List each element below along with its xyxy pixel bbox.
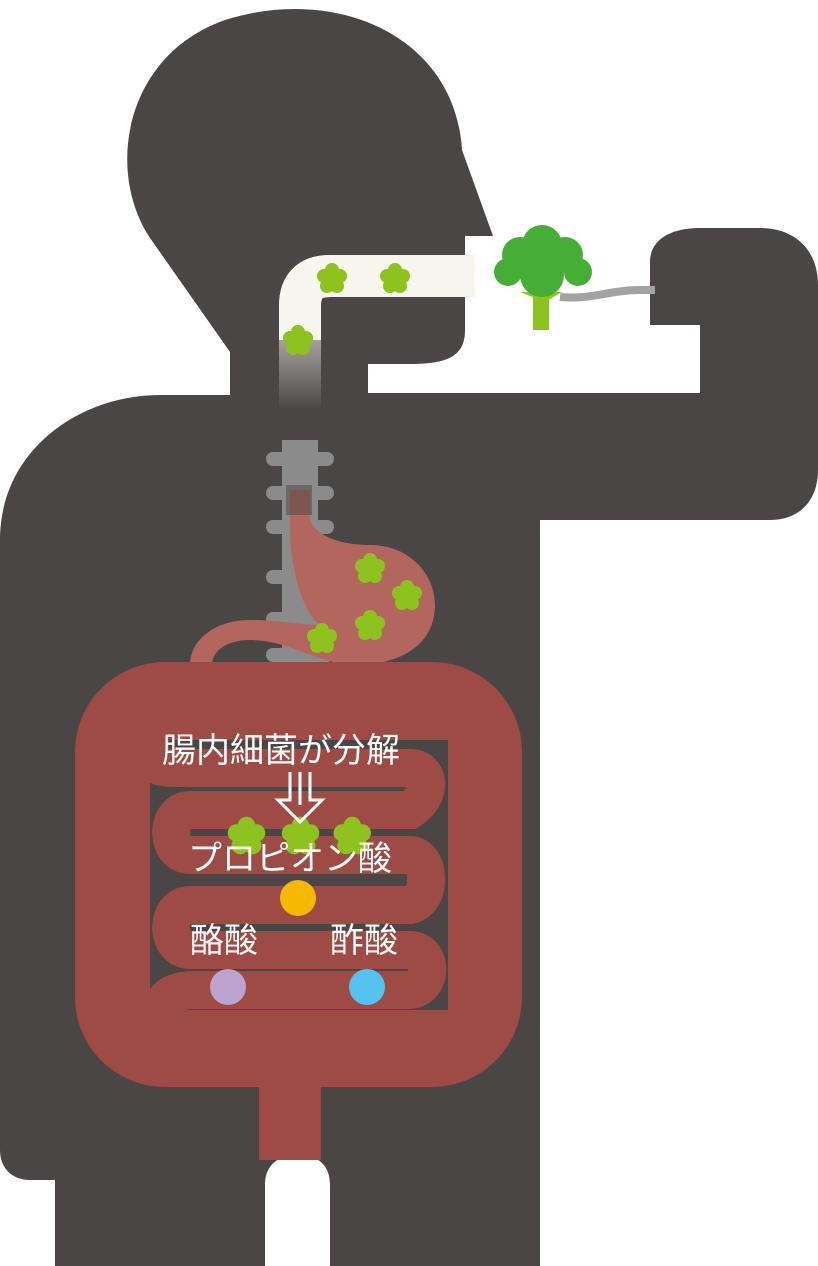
acetic-acid-dot [349, 969, 385, 1005]
butyric-acid-dot [210, 969, 246, 1005]
decomposition-label: 腸内細菌が分解 [162, 731, 400, 771]
propionic-acid-label: プロピオン酸 [188, 839, 392, 879]
down-arrow-icon [274, 772, 326, 825]
acetic-acid-label: 酢酸 [330, 921, 398, 961]
small-intestine [131, 721, 447, 1034]
butyric-acid-label: 酪酸 [190, 921, 258, 961]
broccoli-on-fork [494, 225, 655, 330]
propionic-acid-dot [280, 880, 316, 916]
